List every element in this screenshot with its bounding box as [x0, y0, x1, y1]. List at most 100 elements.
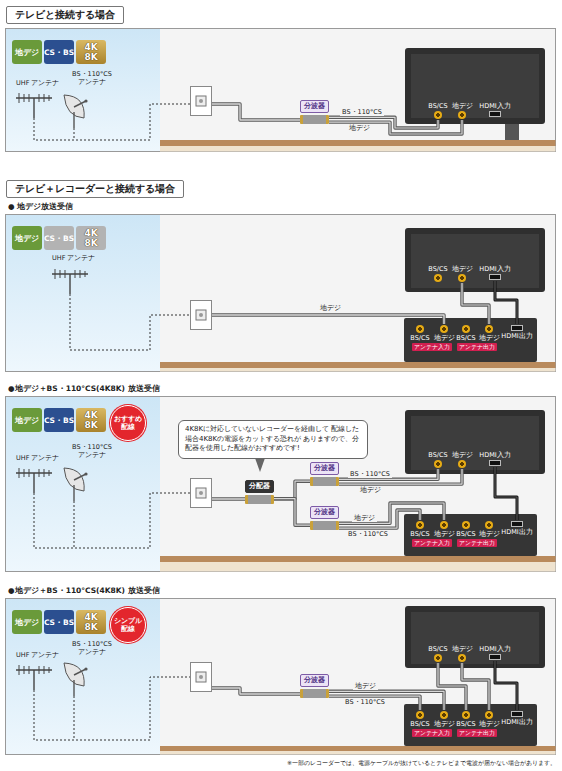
antenna-cable: [274, 481, 310, 499]
node-text: 地デジ: [434, 530, 455, 538]
node-text: 地デジ: [15, 416, 39, 425]
recorder-port: 地デジ: [479, 710, 500, 728]
splitter-device: [245, 495, 274, 504]
section-header: テレビと接続する場合: [6, 6, 124, 24]
cable-outline: [495, 661, 517, 710]
cable-core: [339, 510, 420, 528]
node-text: アンテナ入力: [414, 343, 450, 351]
splitter-box: 分波器: [300, 100, 329, 124]
node-text: HDMI入力: [479, 645, 510, 653]
splitter-label: 分波器: [300, 674, 329, 687]
broadcast-badge: 地デジ: [12, 226, 42, 250]
port-jack: [489, 460, 501, 466]
recorder-port: 地デジ: [434, 324, 455, 342]
port-jack: [462, 325, 470, 333]
antenna-label: UHF アンテナ: [16, 454, 59, 462]
cable-outline: [462, 283, 489, 324]
antenna-cable: [339, 469, 462, 484]
tv-port: 地デジ: [452, 102, 473, 120]
port-jack: [485, 711, 493, 719]
port-jack: [489, 274, 501, 280]
port-jack: [485, 521, 493, 529]
port-jack: [458, 111, 466, 119]
node-text: CS・BS: [44, 48, 74, 57]
cable-core: [339, 469, 462, 484]
hdmi-cable: [495, 661, 517, 710]
cable-outline: [329, 691, 444, 710]
port-jack: [434, 274, 442, 282]
node-text: HDMI入力: [479, 102, 510, 110]
node-text: 地デジ: [479, 530, 500, 538]
node-text: 分波器: [304, 102, 325, 111]
node-text: 地デジ: [452, 645, 473, 653]
tv-port: HDMI入力: [479, 451, 510, 467]
cable-label: 地デジ: [352, 514, 377, 522]
node-text: 地デジ: [434, 334, 455, 342]
port-jack: [462, 521, 470, 529]
cable-core: [274, 481, 310, 499]
port-group-banner: アンテナ出力: [457, 539, 497, 547]
port-jack: [511, 521, 523, 527]
recorder-port: BS/CS: [410, 710, 429, 728]
node-text: CS・BS: [44, 618, 74, 627]
splitter-box: 分波器: [310, 506, 339, 530]
node-text: BS/CS: [410, 334, 429, 342]
recorder-port: BS/CS: [410, 324, 429, 342]
cable-core: [329, 120, 462, 134]
node-text: CS・BS: [44, 234, 74, 243]
recommend-badge: シンプル 配線: [110, 607, 146, 643]
cable-outline: [339, 503, 444, 523]
cable-core: [495, 661, 517, 710]
node-text: テレビ＋レコーダーと接続する場合: [15, 183, 175, 195]
broadcast-badge: 地デジ: [12, 610, 42, 634]
splitter-box: 分波器: [300, 674, 329, 698]
recorder-port: BS/CS: [410, 520, 429, 538]
antenna-cable: [462, 283, 489, 324]
cable-outline: [274, 499, 310, 526]
distributor-box: 分配器: [245, 480, 274, 504]
port-jack: [434, 654, 442, 662]
cable-core: [339, 503, 444, 523]
node-text: BS/CS: [410, 530, 429, 538]
node-text: 地デジ: [452, 265, 473, 273]
tv-port: HDMI入力: [479, 265, 510, 281]
recorder-port: HDMI出力: [501, 324, 532, 340]
section-header: テレビ＋レコーダーと接続する場合: [6, 180, 184, 198]
recorder-port: BS/CS: [456, 710, 475, 728]
node-text: 地デジ: [479, 720, 500, 728]
recorder-port: BS/CS: [456, 324, 475, 342]
antenna-label: BS・110°CS アンテナ: [70, 70, 114, 86]
node-text: 8K: [84, 622, 97, 632]
cable-core: [274, 499, 310, 526]
antenna-cable: [339, 469, 438, 479]
node-text: アンテナ入力: [414, 729, 450, 737]
port-group-banner: アンテナ出力: [457, 729, 497, 737]
port-jack: [511, 325, 523, 331]
node-text: 地デジ: [434, 720, 455, 728]
port-group-banner: アンテナ入力: [412, 729, 452, 737]
antenna-cable: [339, 503, 444, 523]
cable-label: BS・110°CS: [346, 530, 390, 538]
cable-core: [339, 469, 438, 479]
cable-label: BS・110°CS: [340, 108, 384, 116]
tv-port: 地デジ: [452, 451, 473, 469]
node-text: アンテナ出力: [459, 539, 495, 547]
cable-core: [462, 663, 489, 710]
panel-2: [6, 215, 556, 372]
broadcast-badge: 地デジ: [12, 40, 42, 64]
recorder-port: 地デジ: [479, 324, 500, 342]
node-text: おすすめ 配線: [114, 415, 142, 431]
splitter-label: 分波器: [310, 506, 339, 519]
node-text: BS/CS: [428, 102, 447, 110]
node-text: 地デジ: [452, 102, 473, 110]
port-jack: [416, 521, 424, 529]
antenna-label: BS・110°CS アンテナ: [70, 443, 114, 459]
node-text: BS/CS: [428, 645, 447, 653]
broadcast-badge: CS・BS: [44, 610, 74, 634]
node-text: 8K: [84, 238, 97, 248]
node-text: BS/CS: [456, 530, 475, 538]
node-text: 4K: [84, 612, 97, 622]
cable-outline: [329, 696, 420, 710]
node-text: 8K: [84, 52, 97, 62]
